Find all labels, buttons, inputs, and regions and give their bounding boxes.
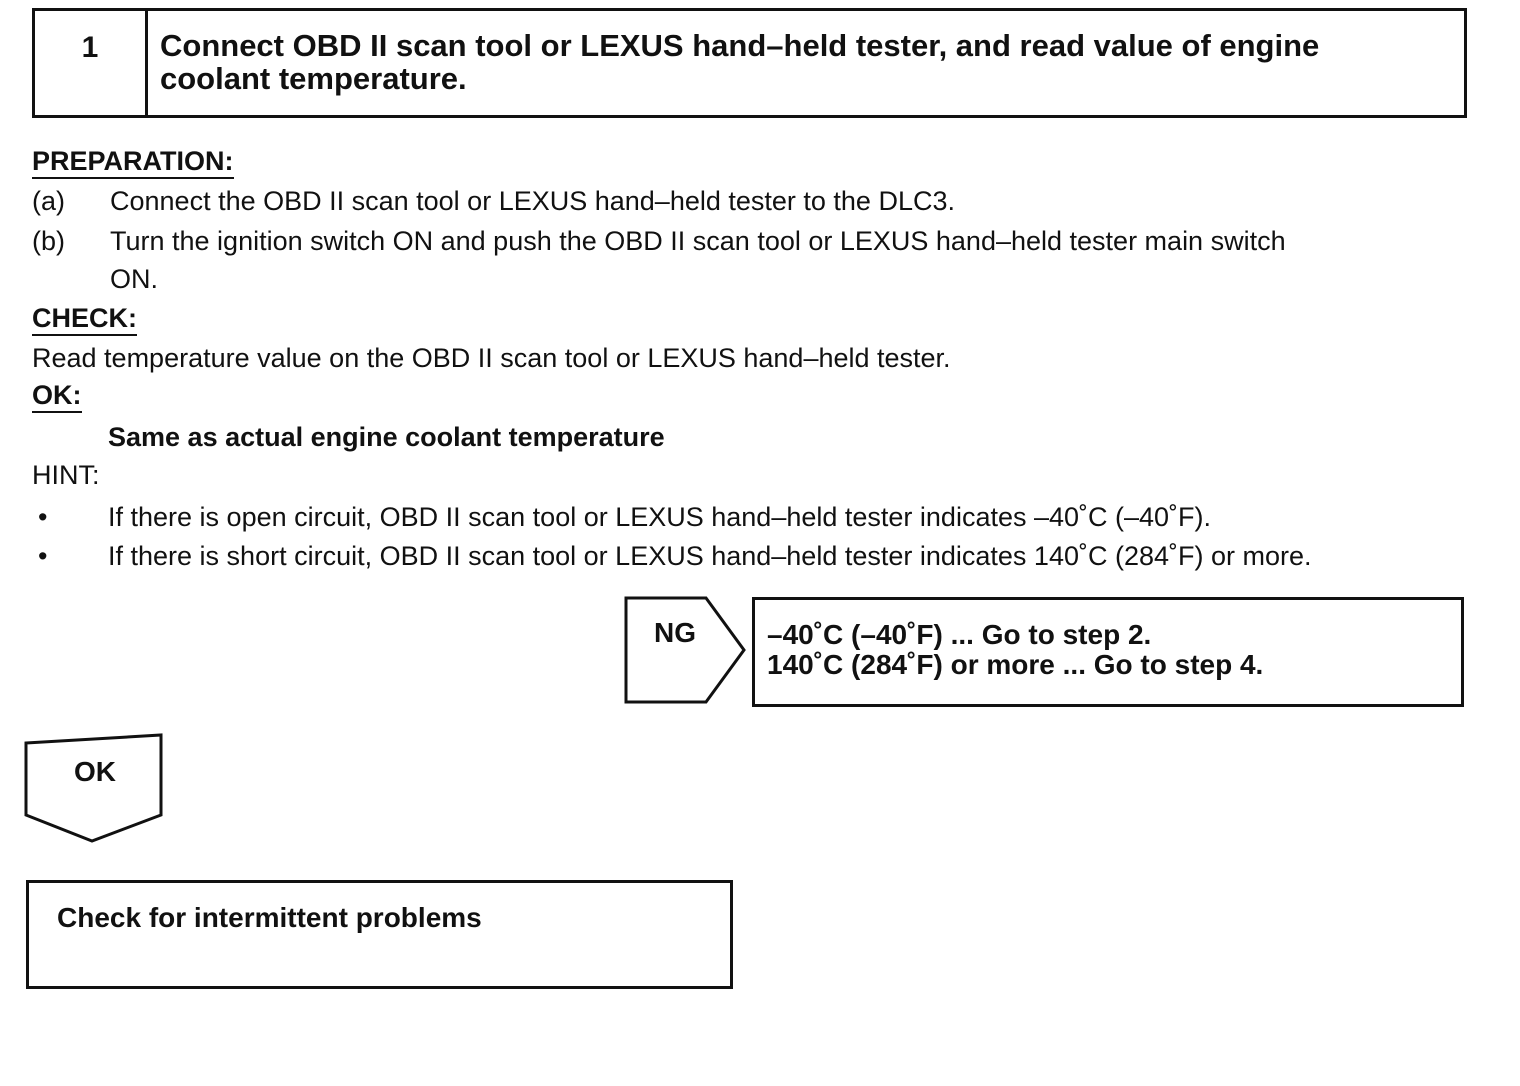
step-title: Connect OBD II scan tool or LEXUS hand–h… xyxy=(160,29,1450,95)
step-title-line-2: coolant temperature. xyxy=(160,61,467,96)
preparation-heading: PREPARATION: xyxy=(32,146,234,179)
step-header-box: 1 Connect OBD II scan tool or LEXUS hand… xyxy=(32,8,1467,118)
preparation-item-b-text: Turn the ignition switch ON and push the… xyxy=(110,226,1286,256)
ng-label: NG xyxy=(654,617,696,648)
ok-result-text: Check for intermittent problems xyxy=(57,902,482,933)
ng-result-box: –40˚C (–40˚F) ... Go to step 2. 140˚C (2… xyxy=(752,597,1464,707)
ng-arrow-shape xyxy=(624,596,746,704)
ok-spec-text: Same as actual engine coolant temperatur… xyxy=(108,422,665,452)
ok-label: OK xyxy=(74,756,116,787)
step-number: 1 xyxy=(81,31,99,64)
step-number-cell: 1 xyxy=(35,11,148,115)
check-heading: CHECK: xyxy=(32,303,137,336)
ok-result-box: Check for intermittent problems xyxy=(26,880,733,989)
hint-bullet-2-symbol: • xyxy=(38,541,48,571)
preparation-item-b-text-cont: ON. xyxy=(110,264,159,294)
step-title-line-1: Connect OBD II scan tool or LEXUS hand–h… xyxy=(160,28,1320,63)
preparation-item-b-marker: (b) xyxy=(32,226,65,256)
ng-result-line-1: –40˚C (–40˚F) ... Go to step 2. xyxy=(767,619,1152,650)
check-text: Read temperature value on the OBD II sca… xyxy=(32,343,951,373)
hint-heading: HINT: xyxy=(32,460,100,490)
preparation-item-a-text: Connect the OBD II scan tool or LEXUS ha… xyxy=(110,186,955,216)
ok-spec-heading: OK: xyxy=(32,380,82,413)
hint-bullet-2-text: If there is short circuit, OBD II scan t… xyxy=(108,541,1312,571)
preparation-item-a-marker: (a) xyxy=(32,186,65,216)
hint-bullet-1-symbol: • xyxy=(38,502,48,532)
ok-arrow-shape xyxy=(24,733,163,843)
hint-bullet-1-text: If there is open circuit, OBD II scan to… xyxy=(108,502,1212,532)
ng-result-line-2: 140˚C (284˚F) or more ... Go to step 4. xyxy=(767,649,1264,680)
